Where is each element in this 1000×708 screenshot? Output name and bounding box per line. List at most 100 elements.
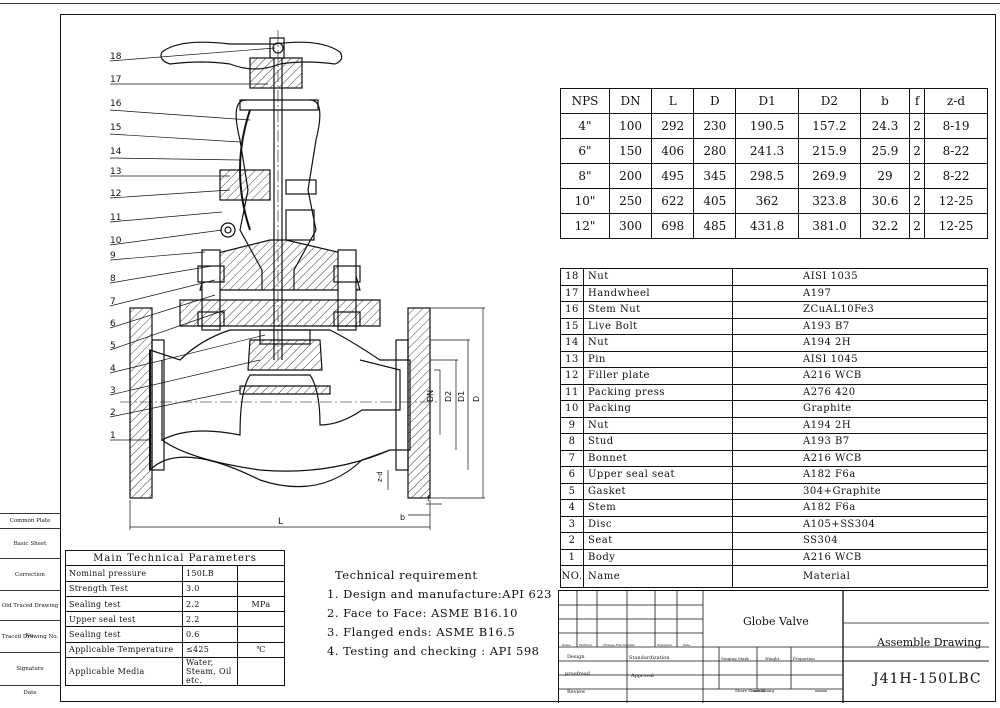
bom-name: Stem <box>583 499 733 517</box>
bom-name: Body <box>583 548 733 566</box>
bom-name: Gasket <box>583 482 733 500</box>
drawing-type: Assemble Drawing <box>877 636 982 649</box>
dim-cell: 362 <box>735 188 799 214</box>
dim-label-l: L <box>278 517 283 527</box>
bom-name: Disc <box>583 515 733 533</box>
dim-cell: 622 <box>651 188 695 214</box>
side-label: Traced Drawing No. <box>0 620 60 652</box>
dim-cell: 8" <box>560 163 610 189</box>
bom-no: 2 <box>560 532 584 550</box>
dim-cell: 4" <box>560 113 610 139</box>
callout-number: 14 <box>110 147 122 157</box>
dim-cell: 323.8 <box>797 188 862 214</box>
bom-material: A216 WCB <box>732 449 988 467</box>
dim-cell: 405 <box>693 188 737 214</box>
param-value: Water, Steam, Oil etc. <box>182 657 238 687</box>
dim-cell: 12-25 <box>924 213 988 239</box>
top-border-line <box>0 3 1000 4</box>
dim-cell: 200 <box>608 163 653 189</box>
callout-number: 2 <box>110 408 116 418</box>
bom-material: A197 <box>732 284 988 302</box>
bom-name: Packing press <box>583 383 733 401</box>
bom-no: 7 <box>560 449 584 467</box>
bom-material: ZCuAL10Fe3 <box>732 301 988 319</box>
dim-cell: 12" <box>560 213 610 239</box>
bom-name: Stud <box>583 433 733 451</box>
param-value: 2.2 <box>182 611 238 628</box>
bom-name: Handwheel <box>583 284 733 302</box>
dim-label-d1: D1 <box>457 391 466 402</box>
requirement-item: 2. Face to Face: ASME B16.10 <box>327 606 518 620</box>
param-value: 2.2 <box>182 595 238 613</box>
dim-cell: 280 <box>693 138 737 164</box>
bom-material: A216 WCB <box>732 367 988 385</box>
param-value: ≤425 <box>182 641 238 659</box>
tb-stage-mark-label: Staging Mark <box>721 656 749 661</box>
dim-cell: 431.8 <box>735 213 799 239</box>
bom-material: Graphite <box>732 400 988 418</box>
dim-header-cell: z-d <box>924 88 988 114</box>
param-label: Nominal pressure <box>65 565 183 582</box>
dim-header-cell: f <box>908 88 926 114</box>
tb-approval-label: Approval <box>631 673 654 679</box>
requirements-title: Technical requirement <box>335 568 478 582</box>
param-row: Applicable Temperature≤425℃ <box>65 641 285 659</box>
bom-no: 5 <box>560 482 584 500</box>
dim-header-cell: DN <box>608 88 653 114</box>
bom-name: Seat <box>583 532 733 550</box>
param-label: Sealing test <box>65 626 183 643</box>
callout-number: 12 <box>110 189 121 199</box>
bom-header-material: Material <box>732 565 988 588</box>
bom-header-no: NO. <box>560 565 584 588</box>
tb-weight-label: Weight <box>765 656 780 661</box>
callout-number: 11 <box>110 213 121 223</box>
bom-name: Stem Nut <box>583 301 733 319</box>
bom-no: 16 <box>560 301 584 319</box>
technical-parameters-table: Main Technical Parameters Nominal pressu… <box>65 549 285 687</box>
dim-cell: 8-22 <box>924 163 988 189</box>
tb-sheets-label: Share Sheet Zhang <box>735 688 775 693</box>
dim-cell: 300 <box>608 213 653 239</box>
callout-number: 1 <box>110 431 116 441</box>
param-value: 150LB <box>182 565 238 582</box>
bom-material: AISI 1045 <box>732 350 988 368</box>
param-unit <box>237 657 285 687</box>
callout-number: 3 <box>110 386 116 396</box>
product-name: Globe Valve <box>743 615 809 628</box>
bom-no: 3 <box>560 515 584 533</box>
dim-cell: 100 <box>608 113 653 139</box>
callout-number: 16 <box>110 99 122 109</box>
dim-cell: 230 <box>693 113 737 139</box>
requirement-item: 1. Design and manufacture:API 623 <box>327 587 552 601</box>
dim-cell: 29 <box>860 163 910 189</box>
bom-no: 4 <box>560 499 584 517</box>
tb-proofread-label: proofread <box>565 671 590 677</box>
bom-name: Live Bolt <box>583 317 733 335</box>
bom-no: 8 <box>560 433 584 451</box>
bom-name: Pin <box>583 350 733 368</box>
param-value: 0.6 <box>182 626 238 643</box>
requirement-item: 3. Flanged ends: ASME B16.5 <box>327 625 516 639</box>
tb-index-label: Index <box>562 643 571 647</box>
drawing-frame <box>60 14 996 702</box>
bom-no: 13 <box>560 350 584 368</box>
callout-number: 5 <box>110 341 116 351</box>
tb-design-label: Design <box>567 654 585 660</box>
tb-review-label: Review <box>567 689 586 695</box>
dim-cell: 292 <box>651 113 695 139</box>
dim-cell: 32.2 <box>860 213 910 239</box>
dim-header-cell: NPS <box>560 88 610 114</box>
